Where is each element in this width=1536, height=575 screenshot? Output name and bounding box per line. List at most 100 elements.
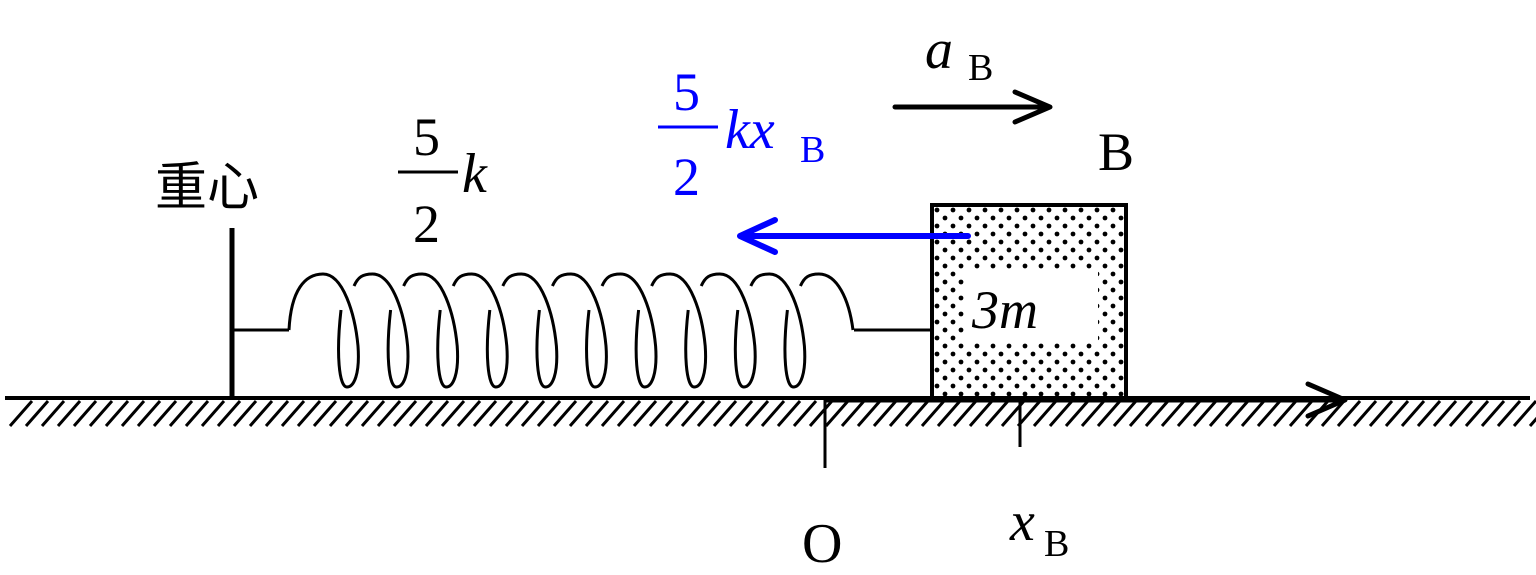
- hatch-line: [936, 400, 962, 427]
- hatch-line: [200, 400, 226, 427]
- hatch-line: [520, 400, 546, 427]
- block-b: 3m: [930, 203, 1128, 400]
- hatch-line: [1192, 400, 1218, 427]
- hatch-line: [328, 400, 354, 427]
- svg-text:B: B: [800, 129, 825, 171]
- hatch-line: [856, 400, 882, 427]
- hatch-line: [1384, 400, 1410, 427]
- hatch-line: [1144, 400, 1170, 427]
- spring-force-label: 5 2 kx B: [658, 62, 825, 207]
- hatch-line: [984, 400, 1010, 427]
- origin-label: O: [802, 513, 842, 575]
- hatch-line: [1112, 400, 1138, 427]
- hatch-line: [1160, 400, 1186, 427]
- hatch-line: [760, 400, 786, 427]
- svg-text:5: 5: [673, 62, 700, 122]
- hatch-line: [488, 400, 514, 427]
- hatch-line: [744, 400, 770, 427]
- hatch-line: [1416, 400, 1442, 427]
- hatch-line: [792, 400, 818, 427]
- hatch-line: [1128, 400, 1154, 427]
- hatch-line: [456, 400, 482, 427]
- svg-text:x: x: [1009, 491, 1035, 553]
- hatch-line: [360, 400, 386, 427]
- hatch-line: [248, 400, 274, 427]
- hatch-line: [120, 400, 146, 427]
- hatch-line: [536, 400, 562, 427]
- hatch-line: [824, 400, 850, 427]
- hatch-line: [472, 400, 498, 427]
- hatch-line: [648, 400, 674, 427]
- hatch-line: [600, 400, 626, 427]
- hatch-line: [840, 400, 866, 427]
- hatch-line: [1032, 400, 1058, 427]
- hatch-line: [72, 400, 98, 427]
- acceleration-arrow: [892, 89, 1053, 125]
- hatch-line: [728, 400, 754, 427]
- spring-constant-label: 5 2 k: [398, 107, 488, 254]
- hatch-line: [616, 400, 642, 427]
- hatch-line: [296, 400, 322, 427]
- block-name-label: B: [1098, 122, 1134, 182]
- svg-text:B: B: [1044, 523, 1069, 565]
- spring-force-arrow: [737, 217, 971, 255]
- hatch-line: [504, 400, 530, 427]
- block-mass-label: 3m: [971, 280, 1038, 340]
- hatch-line: [440, 400, 466, 427]
- hatch-line: [776, 400, 802, 427]
- hatch-line: [1048, 400, 1074, 427]
- x-axis: [823, 381, 1348, 468]
- hatch-line: [1512, 400, 1536, 427]
- hatch-line: [584, 400, 610, 427]
- hatch-line: [104, 400, 130, 427]
- hatch-line: [344, 400, 370, 427]
- hatch-line: [88, 400, 114, 427]
- hatch-line: [1016, 400, 1042, 427]
- svg-text:B: B: [968, 47, 993, 89]
- hatch-line: [136, 400, 162, 427]
- hatch-line: [552, 400, 578, 427]
- svg-text:kx: kx: [725, 99, 775, 161]
- hatch-line: [56, 400, 82, 427]
- hatch-line: [24, 400, 50, 427]
- position-label: x B: [1009, 491, 1069, 565]
- hatch-line: [1064, 400, 1090, 427]
- svg-text:2: 2: [413, 194, 440, 254]
- hatch-line: [264, 400, 290, 427]
- acceleration-label: a B: [925, 19, 993, 89]
- hatch-line: [568, 400, 594, 427]
- hatch-line: [1368, 400, 1394, 427]
- hatch-line: [968, 400, 994, 427]
- hatch-line: [40, 400, 66, 427]
- hatch-line: [1176, 400, 1202, 427]
- hatch-line: [1352, 400, 1378, 427]
- svg-text:a: a: [925, 19, 953, 81]
- center-of-mass-label: 重心: [155, 160, 259, 217]
- hatch-line: [424, 400, 450, 427]
- hatch-line: [184, 400, 210, 427]
- ground-hatching: [8, 400, 1536, 427]
- hatch-line: [232, 400, 258, 427]
- hatch-line: [680, 400, 706, 427]
- hatch-line: [1400, 400, 1426, 427]
- hatch-line: [8, 400, 34, 427]
- hatch-line: [408, 400, 434, 427]
- hatch-line: [1224, 400, 1250, 427]
- hatch-line: [280, 400, 306, 427]
- hatch-line: [392, 400, 418, 427]
- hatch-line: [1496, 400, 1522, 427]
- hatch-line: [1464, 400, 1490, 427]
- hatch-line: [696, 400, 722, 427]
- hatch-line: [888, 400, 914, 427]
- hatch-line: [1256, 400, 1282, 427]
- hatch-line: [1336, 400, 1362, 427]
- hatch-line: [1208, 400, 1234, 427]
- hatch-line: [312, 400, 338, 427]
- hatch-line: [632, 400, 658, 427]
- hatch-line: [952, 400, 978, 427]
- svg-text:5: 5: [413, 107, 440, 167]
- hatch-line: [1432, 400, 1458, 427]
- axis-arrowhead: [1305, 381, 1348, 419]
- svg-text:k: k: [462, 143, 488, 205]
